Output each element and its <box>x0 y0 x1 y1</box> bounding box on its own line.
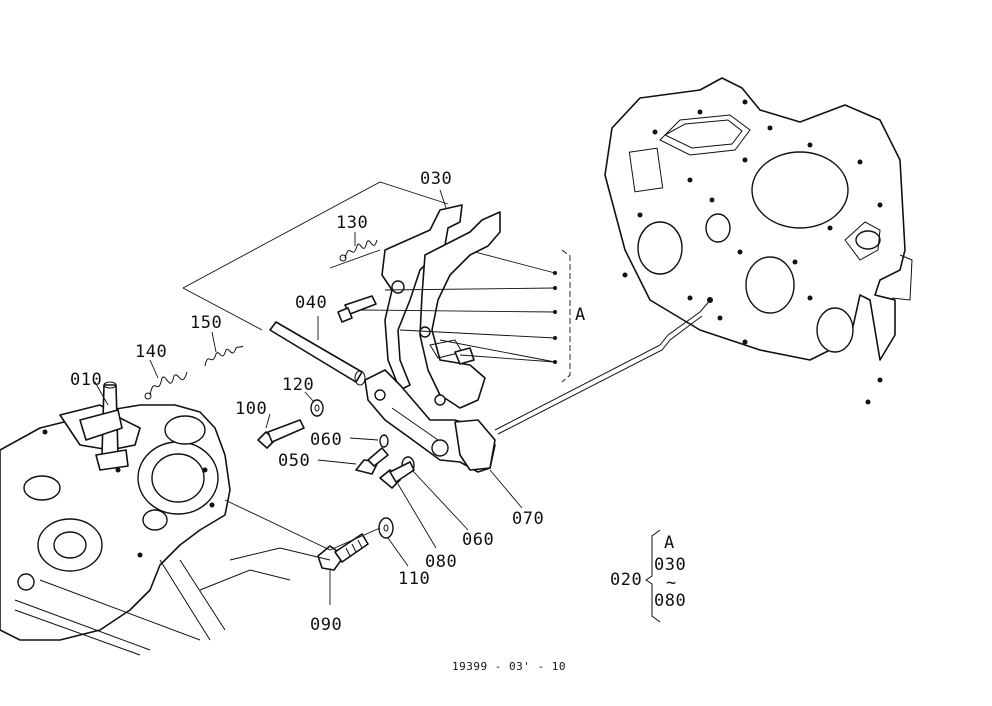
label-050: 050 <box>278 451 310 471</box>
engine-block <box>0 404 331 656</box>
spring-140 <box>144 371 188 400</box>
adjust-screws <box>337 295 377 323</box>
legend-range-start: 030 <box>654 555 686 575</box>
legend-item-a: A <box>664 533 675 553</box>
label-110: 110 <box>398 569 430 589</box>
washer-120 <box>310 399 324 417</box>
label-120: 120 <box>282 375 314 395</box>
label-150: 150 <box>190 313 222 333</box>
label-130: 130 <box>336 213 368 233</box>
assembly-legend: 020 A 030 ~ 080 <box>610 529 686 623</box>
bolt-080 <box>379 461 415 489</box>
legend-assembly: 020 <box>610 570 642 590</box>
bracket <box>364 369 496 473</box>
label-030: 030 <box>420 169 452 189</box>
label-010: 010 <box>70 370 102 390</box>
shaft <box>269 321 366 386</box>
label-070: 070 <box>512 509 544 529</box>
washer-110 <box>378 517 394 539</box>
spring-150 <box>204 345 244 367</box>
label-060-upper: 060 <box>310 430 342 450</box>
governor-rod <box>494 297 713 435</box>
lever-010 <box>79 381 129 471</box>
label-090: 090 <box>310 615 342 635</box>
bolt-050 <box>355 447 389 475</box>
drawing-code: 19399 - 03' - 10 <box>452 660 566 673</box>
label-group-a: A <box>575 305 586 325</box>
legend-range-end: 080 <box>654 591 686 611</box>
fork-lever <box>381 204 501 409</box>
bolt-090 <box>317 533 369 571</box>
part-labels: 030 130 040 150 140 010 120 100 060 050 … <box>70 169 586 635</box>
label-080: 080 <box>425 552 457 572</box>
legend-range-sep: ~ <box>666 573 677 593</box>
label-040: 040 <box>295 293 327 313</box>
washer-060a <box>379 434 389 448</box>
label-060-lower: 060 <box>462 530 494 550</box>
label-140: 140 <box>135 342 167 362</box>
leader-lines <box>94 181 571 605</box>
gear-case <box>604 77 913 405</box>
spring-130 <box>339 239 378 262</box>
bolt-100 <box>257 419 305 449</box>
label-100: 100 <box>235 399 267 419</box>
